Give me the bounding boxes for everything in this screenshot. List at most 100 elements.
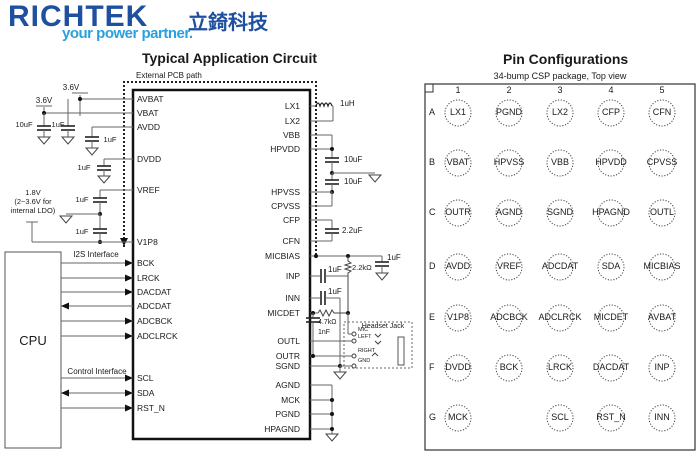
pin-label-sgnd: SGND <box>275 361 300 371</box>
pin-label-cfn: CFN <box>283 236 300 246</box>
pin-label-adcdat: ADCDAT <box>137 301 171 311</box>
v1p8-supply-label: internal LDO) <box>11 206 56 215</box>
bump-label: OUTL <box>650 207 674 217</box>
bump-adclrck <box>546 304 574 332</box>
pin-label-outr: OUTR <box>276 351 300 361</box>
bump-label: BCK <box>500 362 519 372</box>
bump-label: DVDD <box>445 362 471 372</box>
logo-tagline: your power partner. <box>62 25 193 42</box>
arrow-right-icon <box>125 274 133 282</box>
bump-lrck <box>546 354 574 382</box>
cap-label: 1uF <box>387 253 401 262</box>
arrow-right-icon <box>125 389 133 397</box>
bump-v1p8 <box>444 304 472 332</box>
bump-avdd <box>444 253 472 281</box>
bump-label: SCL <box>551 412 569 422</box>
pin-label-hpagnd: HPAGND <box>264 424 300 434</box>
bump-hpvss <box>495 149 523 177</box>
bump-label: PGND <box>496 107 523 117</box>
arrow-left-icon <box>61 302 69 310</box>
resistor-label: 2.2kΩ <box>352 263 372 272</box>
bump-inp <box>648 354 676 382</box>
cap-label: 1uF <box>328 265 342 274</box>
resistor-label: 4.7kΩ <box>318 319 336 326</box>
pcb-path-label: External PCB path <box>136 71 202 80</box>
bump-cpvss <box>648 149 676 177</box>
pin-label-lx1: LX1 <box>285 101 300 111</box>
cap-label: 10uF <box>15 120 33 129</box>
junction-dot <box>330 427 334 431</box>
row-label: A <box>429 107 435 117</box>
bump-label: HPVDD <box>595 157 627 167</box>
cap-label: 1uF <box>78 163 91 172</box>
bump-label: SGND <box>547 207 574 217</box>
pin-label-lx2: LX2 <box>285 116 300 126</box>
bump-label: DACDAT <box>593 362 630 372</box>
pin-label-rst_n: RST_N <box>137 403 165 413</box>
ground-icon <box>324 433 340 442</box>
pin-label-cpvss: CPVSS <box>271 201 300 211</box>
bump-adcbck <box>495 304 523 332</box>
pin-label-hpvdd: HPVDD <box>270 144 300 154</box>
pin-label-vbat: VBAT <box>137 108 159 118</box>
pin-label-sda: SDA <box>137 388 155 398</box>
jack-spring <box>374 340 382 345</box>
bump-label: CPVSS <box>647 157 678 167</box>
pin-label-adclrck: ADCLRCK <box>137 331 178 341</box>
bump-label: VBAT <box>447 157 470 167</box>
bump-label: V1P8 <box>447 312 469 322</box>
bump-label: INP <box>654 362 669 372</box>
junction-dot <box>78 97 82 101</box>
row-label: E <box>429 312 435 322</box>
bump-label: MCK <box>448 412 468 422</box>
arrow-right-icon <box>125 404 133 412</box>
pin-label-vref: VREF <box>137 185 160 195</box>
column-label: 1 <box>455 85 460 95</box>
pin-label-pgnd: PGND <box>275 409 300 419</box>
bump-pgnd <box>495 99 523 127</box>
pin-label-inn: INN <box>285 293 300 303</box>
bump-label: LX1 <box>450 107 466 117</box>
bump-lx2 <box>546 99 574 127</box>
bump-label: HPVSS <box>494 157 525 167</box>
pin-label-cfp: CFP <box>283 215 300 225</box>
pin-label-dacdat: DACDAT <box>137 287 171 297</box>
cap-label: 1uF <box>76 227 89 236</box>
bump-label: OUTR <box>445 207 471 217</box>
package-outline <box>424 83 696 451</box>
pin-label-inp: INP <box>286 271 301 281</box>
bump-label: ADCLRCK <box>538 312 581 322</box>
bump-label: AGND <box>496 207 523 217</box>
headset-jack-box <box>343 321 413 369</box>
ground-icon <box>367 174 383 183</box>
bump-label: AVDD <box>446 261 471 271</box>
junction-dot <box>330 412 334 416</box>
row-label: D <box>429 261 436 271</box>
bump-label: VBB <box>551 157 569 167</box>
junction-dot <box>330 398 334 402</box>
bump-vref <box>495 253 523 281</box>
jack-contact <box>351 353 357 359</box>
cap-label: 10uF <box>344 177 362 186</box>
pin-label-scl: SCL <box>137 373 154 383</box>
jack-pin-label: RIGHT <box>358 348 376 354</box>
logo-chinese-name: 立錡科技 <box>188 10 268 34</box>
bump-label: INN <box>654 412 670 422</box>
column-label: 3 <box>557 85 562 95</box>
junction-dot <box>330 147 334 151</box>
bump-dacdat <box>597 354 625 382</box>
pin-label-dvdd: DVDD <box>137 154 161 164</box>
v1p8-supply-label: (2~3.6V for <box>14 197 52 206</box>
pin-label-bck: BCK <box>137 258 155 268</box>
ground-icon <box>96 175 112 184</box>
jack-pin-label: GND <box>358 358 370 364</box>
arrow-right-icon <box>125 317 133 325</box>
richtek-logo: RICHTEK <box>8 2 148 32</box>
bump-agnd <box>495 199 523 227</box>
bump-label: ADCDAT <box>542 261 579 271</box>
bump-cfp <box>597 99 625 127</box>
pin-label-avdd: AVDD <box>137 122 160 132</box>
jack-contact <box>351 363 357 369</box>
cpu-block <box>4 251 62 449</box>
